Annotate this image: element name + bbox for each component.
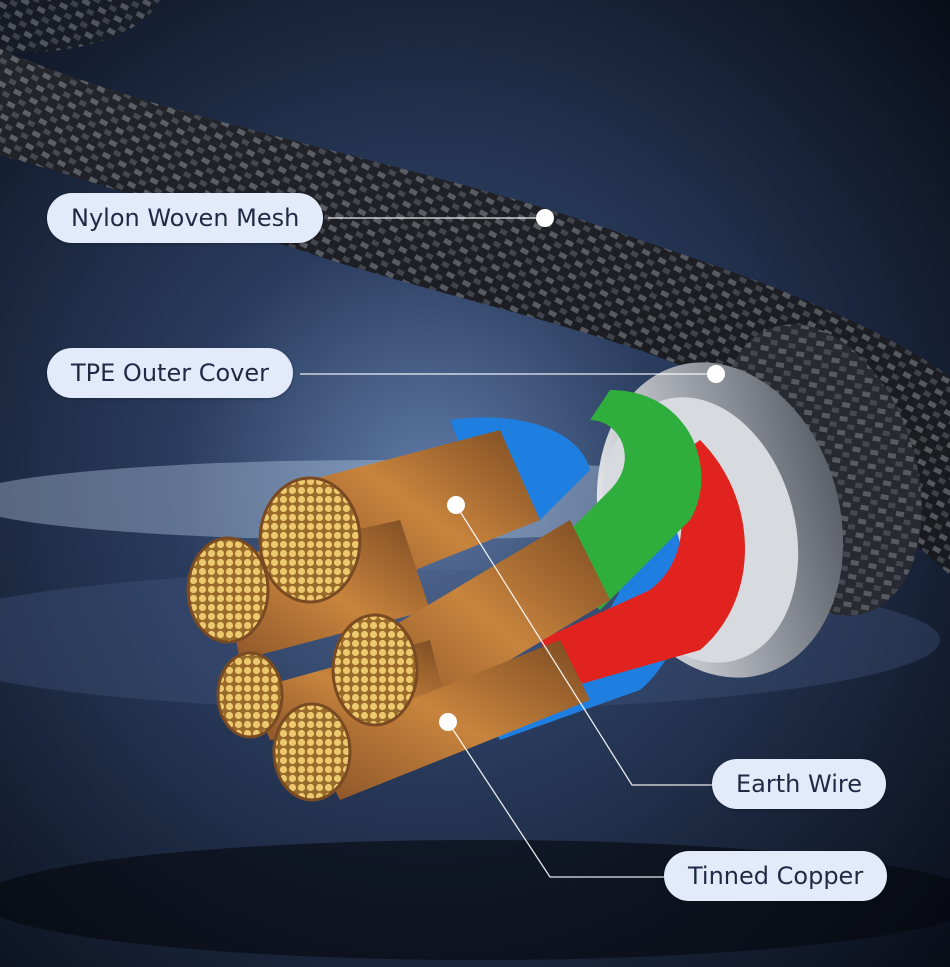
label-nylon-woven-mesh: Nylon Woven Mesh — [47, 193, 324, 243]
label-tinned-copper: Tinned Copper — [664, 851, 888, 901]
callout-lines — [300, 217, 716, 878]
copper-strands — [186, 430, 610, 802]
label-earth-wire: Earth Wire — [712, 759, 886, 809]
callout-dots — [439, 209, 725, 731]
label-tpe-outer-cover: TPE Outer Cover — [47, 348, 293, 398]
